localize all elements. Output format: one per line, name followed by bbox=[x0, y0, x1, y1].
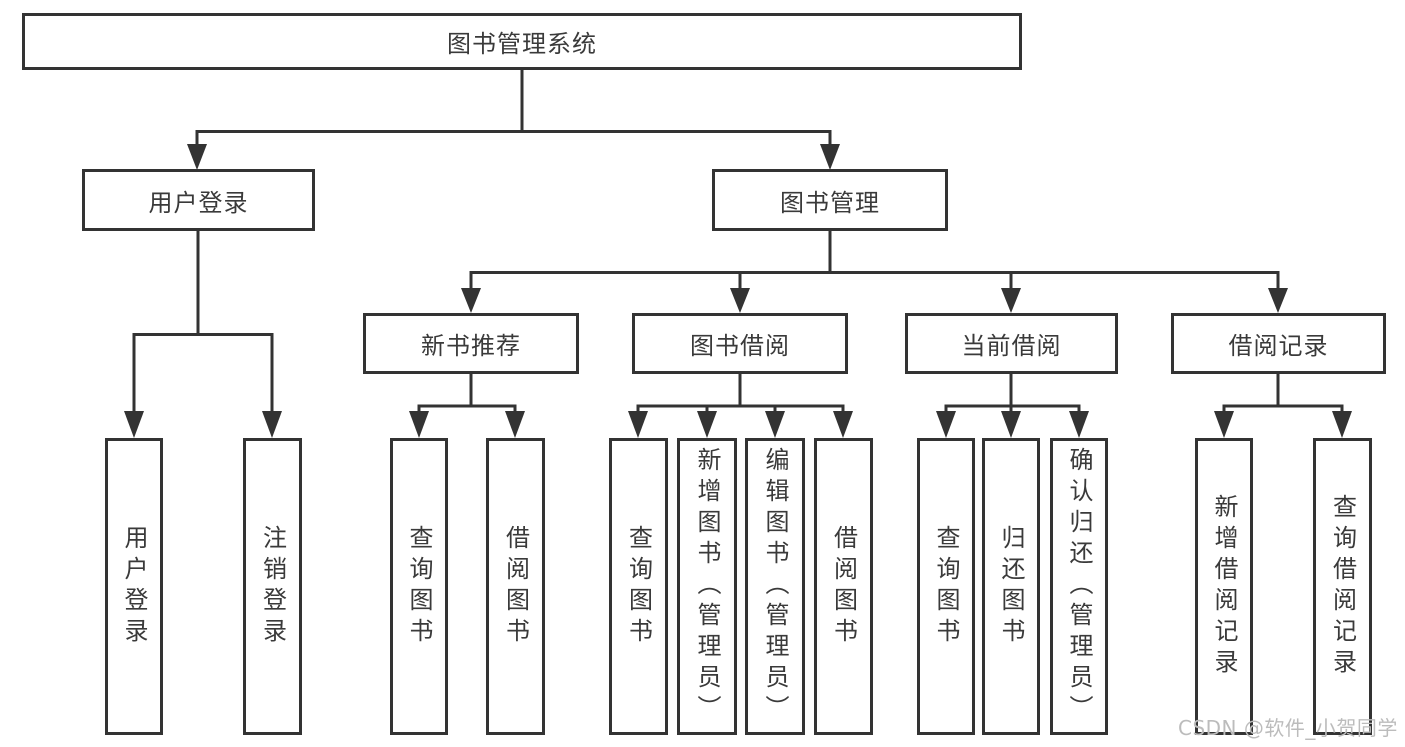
arrowheads bbox=[124, 144, 1352, 438]
node-book-borrowing: 图书借阅 bbox=[632, 313, 848, 374]
leaf-label: 编辑图书（管理员） bbox=[761, 447, 789, 726]
node-root: 图书管理系统 bbox=[22, 13, 1022, 70]
leaf-logout-login: 注销登录 bbox=[243, 438, 302, 735]
leaf-label: 新增借阅记录 bbox=[1210, 493, 1238, 680]
leaf-label: 确认归还（管理员） bbox=[1065, 447, 1093, 726]
node-user-login: 用户登录 bbox=[82, 169, 315, 231]
leaf-label: 查询图书 bbox=[405, 524, 433, 649]
node-book-management: 图书管理 bbox=[712, 169, 948, 231]
leaf-label: 归还图书 bbox=[997, 524, 1025, 649]
leaf-add-borrow-record: 新增借阅记录 bbox=[1195, 438, 1253, 735]
leaf-label: 查询图书 bbox=[624, 524, 653, 649]
node-borrowing-records: 借阅记录 bbox=[1171, 313, 1386, 374]
leaf-add-books-admin: 新增图书（管理员） bbox=[677, 438, 737, 735]
node-new-book-recommendation: 新书推荐 bbox=[363, 313, 579, 374]
leaf-query-books-borrow: 查询图书 bbox=[609, 438, 668, 735]
leaf-label: 注销登录 bbox=[258, 524, 287, 649]
leaf-label: 借阅图书 bbox=[829, 524, 858, 649]
node-current-borrowing: 当前借阅 bbox=[905, 313, 1118, 374]
leaf-confirm-return-admin: 确认归还（管理员） bbox=[1050, 438, 1108, 735]
leaf-query-books-recommend: 查询图书 bbox=[390, 438, 448, 735]
leaf-label: 查询借阅记录 bbox=[1328, 493, 1357, 680]
leaf-label: 借阅图书 bbox=[501, 524, 530, 649]
leaf-borrow-books: 借阅图书 bbox=[814, 438, 873, 735]
leaf-label: 查询图书 bbox=[932, 524, 960, 649]
leaf-label: 用户登录 bbox=[120, 524, 148, 649]
leaf-return-books: 归还图书 bbox=[982, 438, 1040, 735]
leaf-borrow-books-recommend: 借阅图书 bbox=[486, 438, 545, 735]
leaf-query-borrow-record: 查询借阅记录 bbox=[1313, 438, 1372, 735]
csdn-watermark: CSDN @软件_小贺同学 bbox=[1178, 716, 1398, 740]
leaf-edit-books-admin: 编辑图书（管理员） bbox=[745, 438, 805, 735]
leaf-query-books-current: 查询图书 bbox=[917, 438, 975, 735]
leaf-user-login: 用户登录 bbox=[105, 438, 163, 735]
leaf-label: 新增图书（管理员） bbox=[693, 447, 721, 726]
